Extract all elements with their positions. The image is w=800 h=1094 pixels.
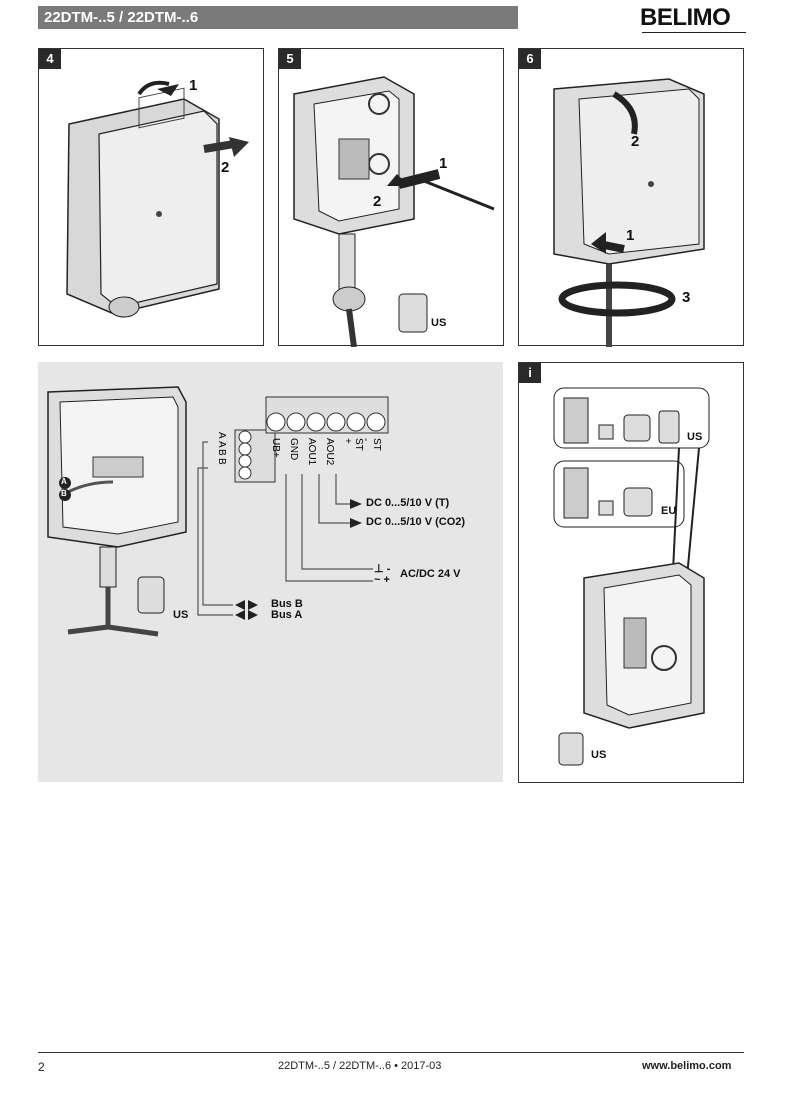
step-6-panel: 6 1 2 3	[518, 48, 744, 347]
badge-a: A	[61, 477, 67, 486]
step-number: 4	[39, 49, 61, 69]
cable-gland-illustration	[553, 387, 710, 766]
us-label: US	[173, 609, 189, 621]
footer-divider	[38, 1052, 744, 1053]
info-panel: i US EU US	[518, 362, 744, 783]
output-co2-label: DC 0...5/10 V (CO2)	[366, 516, 466, 528]
page-number: 2	[38, 1060, 45, 1074]
footer-url[interactable]: www.belimo.com	[642, 1060, 732, 1072]
output-t-label: DC 0...5/10 V (T)	[366, 497, 450, 509]
step-number: 5	[279, 49, 301, 69]
supply-label: AC/DC 24 V	[400, 568, 461, 580]
callout-1: 1	[439, 155, 448, 172]
device-open-cover-illustration	[66, 80, 249, 318]
callout-1: 1	[626, 227, 635, 244]
step-4-panel: 4 1 2	[38, 48, 264, 346]
header-title: 22DTM-..5 / 22DTM-..6	[38, 6, 518, 29]
eu-label: EU	[661, 505, 677, 517]
info-badge: i	[519, 363, 541, 383]
bus-b-label: Bus B	[271, 598, 303, 610]
us-label: US	[431, 317, 447, 329]
step-5-panel: 5 1 2 US	[278, 48, 504, 347]
callout-2: 2	[221, 159, 230, 176]
wiring-lines	[47, 386, 389, 637]
device-close-cover-illustration	[553, 78, 705, 347]
step-number: 6	[519, 49, 541, 69]
us-label: US	[687, 431, 703, 443]
footer-doc: 22DTM-..5 / 22DTM-..6 • 2017-03	[278, 1060, 442, 1072]
callout-1: 1	[189, 77, 198, 94]
us-label: US	[591, 749, 607, 761]
belimo-logo: BELIMO	[640, 4, 746, 33]
supply-plus: ~ +	[374, 574, 390, 586]
device-screwdriver-illustration	[293, 76, 495, 347]
callout-3: 3	[682, 289, 691, 306]
supply-minus: ⊥ -	[374, 563, 391, 575]
badge-b: B	[61, 489, 67, 498]
callout-2: 2	[373, 193, 382, 210]
callout-2: 2	[631, 133, 640, 150]
bus-a-label: Bus A	[271, 609, 303, 621]
